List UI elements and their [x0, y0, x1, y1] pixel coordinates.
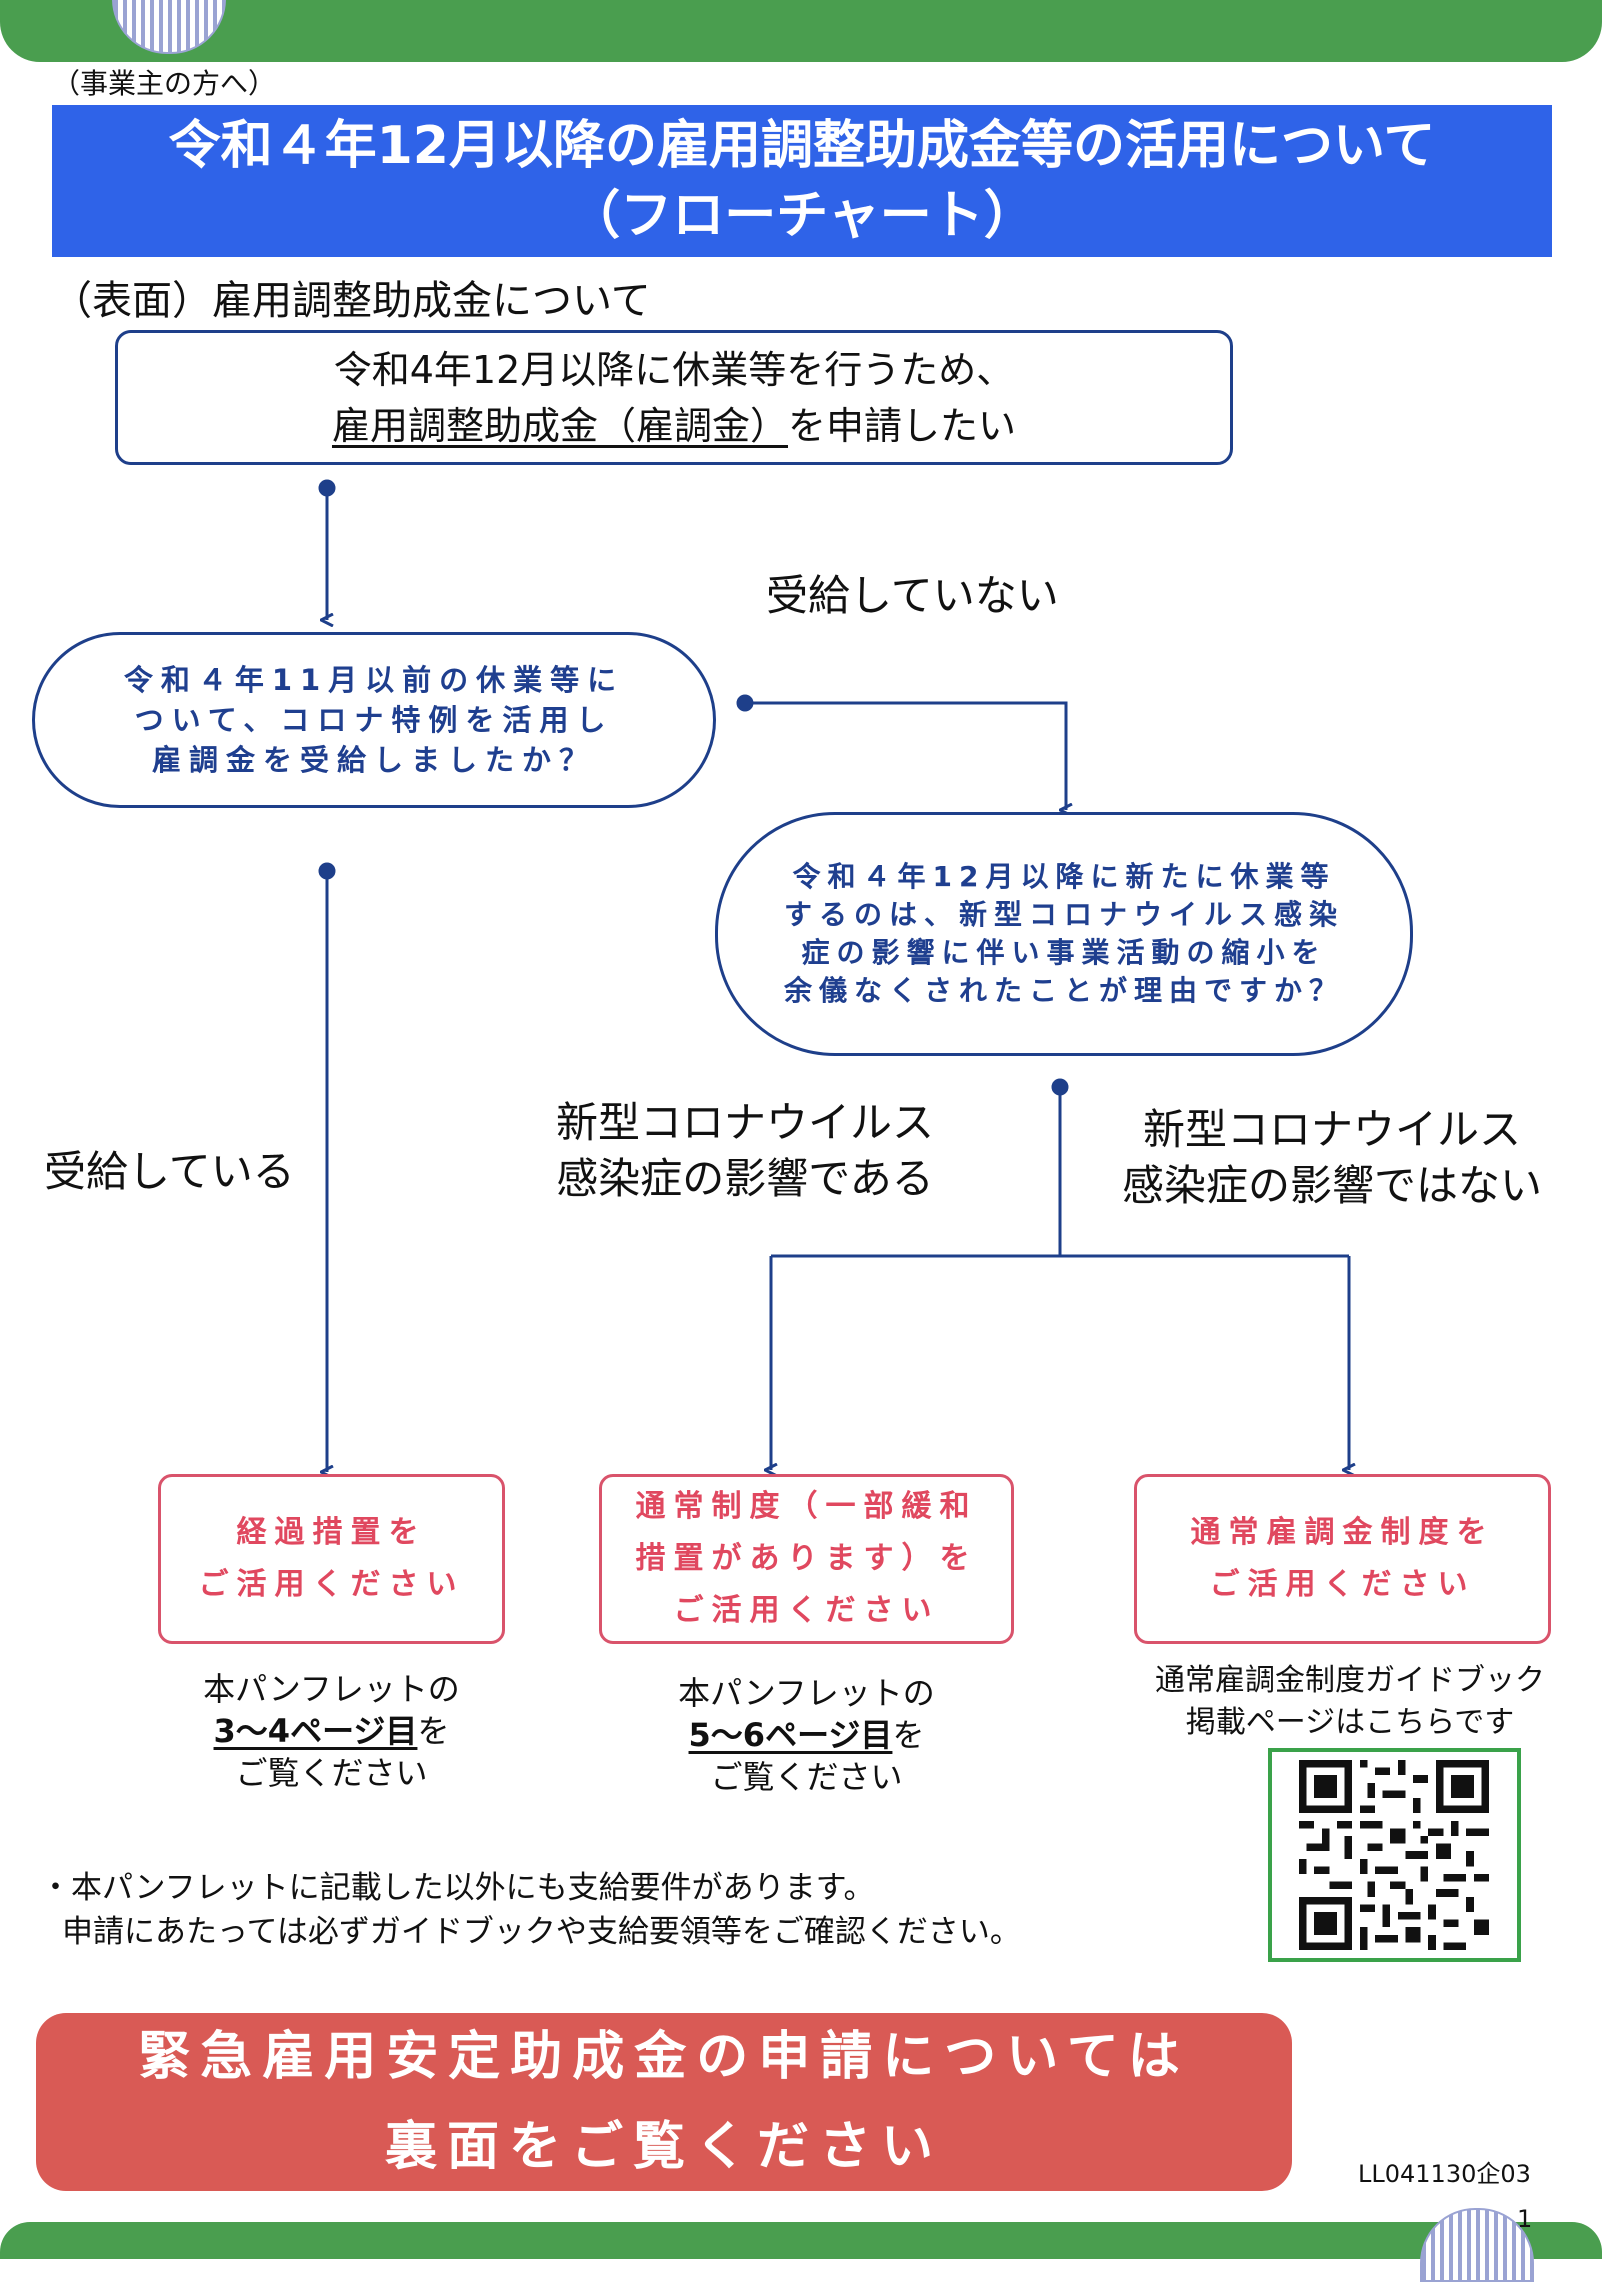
start-box: 令和4年12月以降に休業等を行うため、 雇用調整助成金（雇調金）を申請したい [115, 330, 1233, 465]
reference-page-link[interactable]: 5～6ページ目 [688, 1716, 893, 1754]
document-code: LL041130企03 [1358, 2160, 1531, 2188]
reference-line[interactable]: 3～4ページ目を [158, 1710, 505, 1752]
title-line-1: 令和４年12月以降の雇用調整助成金等の活用について [168, 116, 1436, 176]
reference-line: 本パンフレットの [678, 1674, 935, 1712]
bottom-green-band [0, 2222, 1602, 2259]
start-underlined-term: 雇用調整助成金（雇調金） [331, 403, 788, 448]
question-2: 令和４年12月以降に新たに休業等 するのは、新型コロナウイルス感染 症の影響に伴… [715, 812, 1413, 1056]
reference-pages-5-6: 本パンフレットの 5～6ページ目を ご覧ください [599, 1672, 1014, 1798]
reference-guidebook: 通常雇調金制度ガイドブック 掲載ページはこちらです [1120, 1660, 1580, 1744]
branch-covid-no-line: 新型コロナウイルス [1142, 1105, 1521, 1154]
reference-pages-3-4: 本パンフレットの 3～4ページ目を ご覧ください [158, 1668, 505, 1794]
banner-line-1: 緊急雇用安定助成金の申請については [138, 2027, 1190, 2087]
question-2-line: するのは、新型コロナウイルス感染 [783, 898, 1344, 931]
outcome-normal-system-relaxed: 通常制度（一部緩和 措置があります）を ご活用ください [599, 1474, 1014, 1644]
qr-code-frame[interactable] [1268, 1748, 1521, 1962]
branch-covid-yes: 新型コロナウイルス 感染症の影響である [530, 1095, 960, 1207]
reference-line: ご覧ください [235, 1754, 428, 1792]
start-line-2: 雇用調整助成金（雇調金）を申請したい [332, 398, 1016, 454]
section-label: （表面）雇用調整助成金について [52, 278, 651, 324]
reference-line: 本パンフレットの [203, 1670, 460, 1708]
question-1-line: ついて、コロナ特例を活用し [134, 703, 614, 737]
outcome-line: 経過措置を [236, 1515, 427, 1550]
requirements-note: ・本パンフレットに記載した以外にも支給要件があります。 申請にあたっては必ずガイ… [40, 1866, 1021, 1954]
note-line-2: 申請にあたっては必ずガイドブックや支給要領等をご確認ください。 [62, 1914, 1021, 1950]
outcome-line: ご活用ください [673, 1593, 940, 1628]
question-2-line: 余儀なくされたことが理由ですか？ [783, 974, 1344, 1007]
reference-page-link[interactable]: 3～4ページ目 [213, 1712, 418, 1750]
question-1: 令和４年11月以前の休業等に ついて、コロナ特例を活用し 雇調金を受給しましたか… [32, 632, 716, 808]
branch-covid-yes-line: 新型コロナウイルス [555, 1098, 934, 1147]
arrow-q1-to-q2 [745, 701, 1066, 810]
branch-covid-no-line: 感染症の影響ではない [1121, 1161, 1542, 1210]
reference-line: ご覧ください [710, 1758, 903, 1796]
title-line-2: （フローチャート） [568, 186, 1036, 246]
outcome-line: ご活用ください [198, 1567, 465, 1602]
reference-line: 掲載ページはこちらです [1185, 1705, 1515, 1740]
emergency-subsidy-banner[interactable]: 緊急雇用安定助成金の申請については 裏面をご覧ください [36, 2013, 1292, 2191]
question-1-line: 令和４年11月以前の休業等に [123, 663, 625, 697]
banner-line-2: 裏面をご覧ください [384, 2117, 943, 2177]
note-line-1: ・本パンフレットに記載した以外にも支給要件があります。 [40, 1870, 875, 1906]
outcome-line: 措置があります）を [635, 1541, 978, 1576]
reference-tail: を [892, 1716, 925, 1754]
question-2-line: 令和４年12月以降に新たに休業等 [792, 860, 1336, 893]
reference-line: 通常雇調金制度ガイドブック [1155, 1663, 1545, 1698]
start-line-2-rest: を申請したい [788, 403, 1017, 448]
question-2-line: 症の影響に伴い事業活動の縮小を [801, 936, 1327, 969]
top-green-band [0, 0, 1602, 62]
branch-covid-no: 新型コロナウイルス 感染症の影響ではない [1092, 1102, 1572, 1214]
outcome-line: ご活用ください [1209, 1567, 1476, 1602]
page-title: 令和４年12月以降の雇用調整助成金等の活用について （フローチャート） [52, 105, 1552, 257]
audience-label: （事業主の方へ） [52, 67, 277, 100]
outcome-line: 通常雇調金制度を [1190, 1515, 1495, 1550]
outcome-line: 通常制度（一部緩和 [635, 1489, 978, 1524]
page-number: 1 [1517, 2205, 1533, 2233]
qr-code-icon[interactable] [1299, 1760, 1489, 1950]
outcome-transition-measure: 経過措置を ご活用ください [158, 1474, 505, 1644]
start-line-1: 令和4年12月以降に休業等を行うため、 [333, 347, 1015, 392]
outcome-normal-system: 通常雇調金制度を ご活用ください [1134, 1474, 1551, 1644]
reference-tail: を [417, 1712, 450, 1750]
branch-covid-yes-line: 感染症の影響である [556, 1154, 934, 1203]
reference-line[interactable]: 5～6ページ目を [599, 1714, 1014, 1756]
branch-not-received: 受給していない [766, 571, 1059, 620]
question-1-line: 雇調金を受給しましたか？ [151, 743, 596, 777]
branch-received: 受給している [44, 1147, 295, 1196]
